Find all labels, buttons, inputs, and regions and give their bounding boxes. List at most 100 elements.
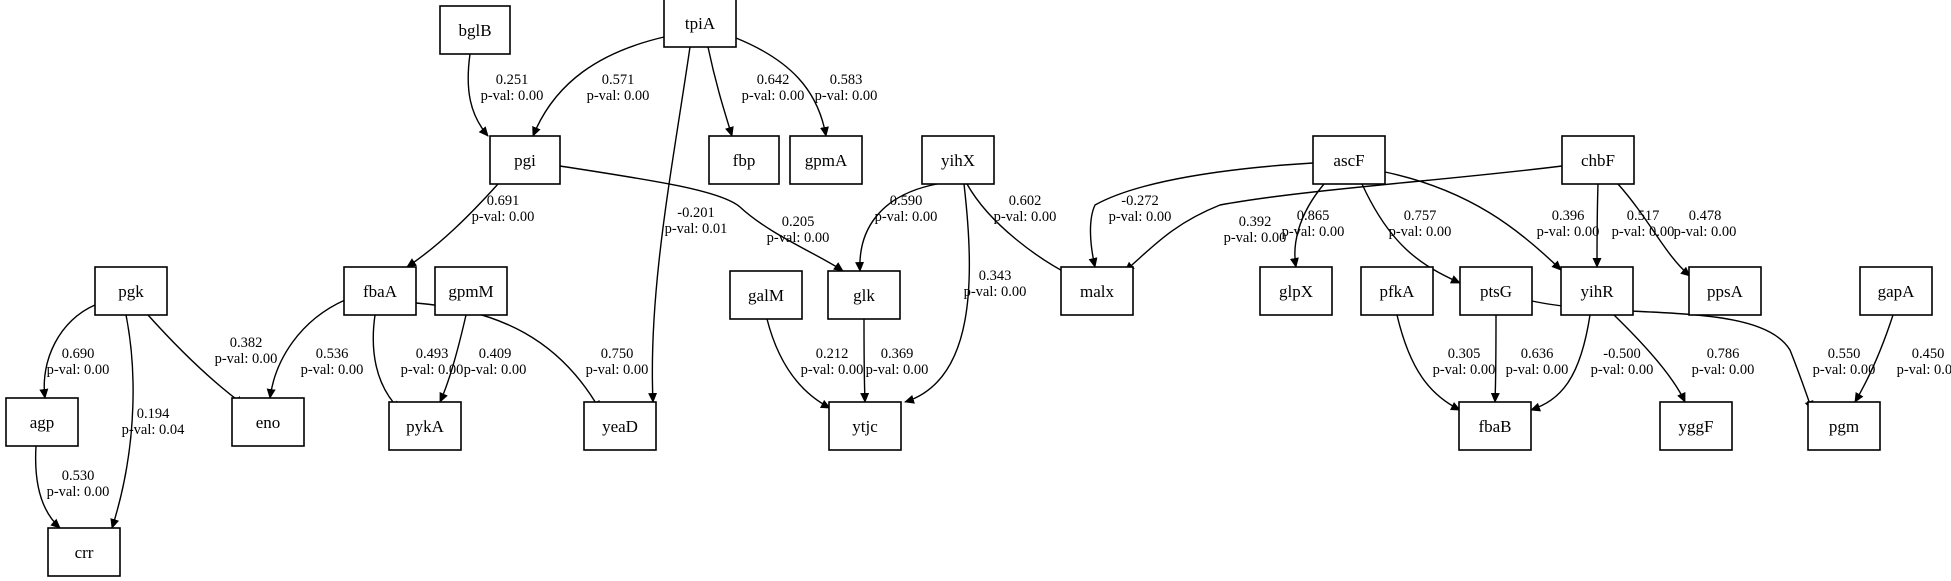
node-label: ytjc — [852, 417, 878, 436]
node-box — [1560, 266, 1634, 316]
edge-yihX-ytjc — [904, 183, 971, 404]
edge-weight-label: 0.478 — [1689, 208, 1722, 224]
node-box — [47, 527, 121, 577]
node-box — [663, 0, 737, 48]
node-box — [489, 135, 561, 185]
node-tpiA: tpiA — [663, 0, 737, 48]
edge-pval-label: p-val: 0.00 — [1224, 230, 1287, 246]
node-box — [439, 5, 511, 55]
edge-pgk-crr — [110, 314, 134, 529]
node-label: fbp — [733, 151, 756, 170]
edge-pval-label: p-val: 0.00 — [801, 362, 864, 378]
node-gapA: gapA — [1859, 266, 1933, 316]
node-label: agp — [30, 413, 55, 432]
edge-weight-label: 0.786 — [1707, 346, 1740, 362]
edge-chbF-malx — [1124, 165, 1563, 272]
node-eno: eno — [231, 397, 305, 447]
node-label: eno — [256, 413, 281, 432]
edge-weight-label: 0.602 — [1009, 193, 1042, 209]
node-gpmM: gpmM — [434, 266, 508, 316]
edge-weight-label: 0.493 — [416, 346, 449, 362]
edge-weight-label: 0.583 — [830, 72, 863, 88]
edge-pval-label: p-val: 0.00 — [47, 484, 110, 500]
edge-pval-label: p-val: 0.00 — [1433, 362, 1496, 378]
edge-yihR-yggF — [1613, 314, 1686, 403]
node-box — [434, 266, 508, 316]
node-box — [94, 266, 168, 316]
edge-pval-label: p-val: 0.01 — [665, 221, 728, 237]
edge-weight-label: 0.382 — [230, 335, 263, 351]
edge-pval-label: p-val: 0.00 — [1591, 362, 1654, 378]
node-box — [708, 135, 780, 185]
edge-pval-label: p-val: 0.00 — [767, 230, 830, 246]
node-ascF: ascF — [1312, 135, 1386, 185]
edge-ascF-malx — [1088, 162, 1314, 268]
edge-weight-label: 0.536 — [316, 346, 349, 362]
node-label: ptsG — [1480, 282, 1512, 301]
edge-weight-label: 0.409 — [479, 346, 512, 362]
edge-ptsG-fbaB — [1490, 314, 1500, 403]
node-fbaB: fbaB — [1458, 401, 1532, 451]
edge-weight-label: 0.636 — [1521, 346, 1554, 362]
edge-yihR-fbaB — [1530, 314, 1591, 412]
edge-pval-label: p-val: 0.00 — [1813, 362, 1876, 378]
edge-weight-label: 0.392 — [1239, 214, 1272, 230]
node-label: gpmM — [448, 282, 493, 301]
node-box — [729, 270, 803, 320]
edge-agp-crr — [34, 445, 61, 529]
node-yihX: yihX — [921, 135, 995, 185]
node-bglB: bglB — [439, 5, 511, 55]
edge-pval-label: p-val: 0.00 — [742, 88, 805, 104]
edge-pval-label: p-val: 0.00 — [1692, 362, 1755, 378]
node-malx: malx — [1060, 266, 1134, 316]
node-galM: galM — [729, 270, 803, 320]
node-label: yggF — [1679, 417, 1714, 436]
node-box — [1459, 266, 1533, 316]
edge-pval-label: p-val: 0.00 — [401, 362, 464, 378]
node-pfkA: pfkA — [1360, 266, 1434, 316]
node-box — [1807, 401, 1881, 451]
node-label: malx — [1080, 282, 1114, 301]
edge-weight-label: 0.450 — [1912, 346, 1945, 362]
node-box — [789, 135, 863, 185]
edge-fbaA-pykA — [372, 314, 401, 411]
node-label: ascF — [1333, 151, 1364, 170]
edge-pval-label: p-val: 0.00 — [1674, 224, 1737, 240]
edge-weight-label: 0.550 — [1828, 346, 1861, 362]
node-box — [583, 401, 657, 451]
node-label: pgk — [118, 282, 144, 301]
edge-weight-label: 0.194 — [137, 406, 170, 422]
node-label: yeaD — [602, 417, 638, 436]
node-label: fbaB — [1478, 417, 1511, 436]
node-box — [343, 266, 417, 316]
node-label: bglB — [458, 21, 491, 40]
edge-tpiA-yeaD — [648, 46, 691, 403]
edge-weight-label: 0.212 — [816, 346, 849, 362]
node-box — [1312, 135, 1386, 185]
edge-pval-label: p-val: 0.00 — [47, 362, 110, 378]
edge-weight-label: 0.690 — [62, 346, 95, 362]
edge-tpiA-gpmA — [735, 37, 829, 137]
node-box — [1360, 266, 1434, 316]
edge-weight-label: 0.305 — [1448, 346, 1481, 362]
edge-weight-label: 0.757 — [1404, 208, 1437, 224]
edge-pval-label: p-val: 0.00 — [1389, 224, 1452, 240]
node-label: glk — [853, 286, 875, 305]
node-label: pgi — [514, 151, 536, 170]
edge-pfkA-fbaB — [1396, 314, 1461, 411]
edge-weight-label: 0.343 — [979, 268, 1012, 284]
edge-weight-label: 0.750 — [601, 346, 634, 362]
edge-glk-ytjc — [860, 318, 870, 403]
edge-weight-label: 0.530 — [62, 468, 95, 484]
node-pgk: pgk — [94, 266, 168, 316]
node-box — [231, 397, 305, 447]
node-label: pfkA — [1380, 282, 1416, 301]
edge-pval-label: p-val: 0.00 — [587, 88, 650, 104]
edge-yihX-glk — [855, 183, 938, 272]
edge-weight-label: -0.500 — [1603, 346, 1640, 362]
edge-pval-label: p-val: 0.00 — [301, 362, 364, 378]
node-yeaD: yeaD — [583, 401, 657, 451]
node-ytjc: ytjc — [828, 401, 902, 451]
edge-gapA-pgm — [1854, 314, 1894, 403]
node-label: tpiA — [685, 14, 716, 33]
